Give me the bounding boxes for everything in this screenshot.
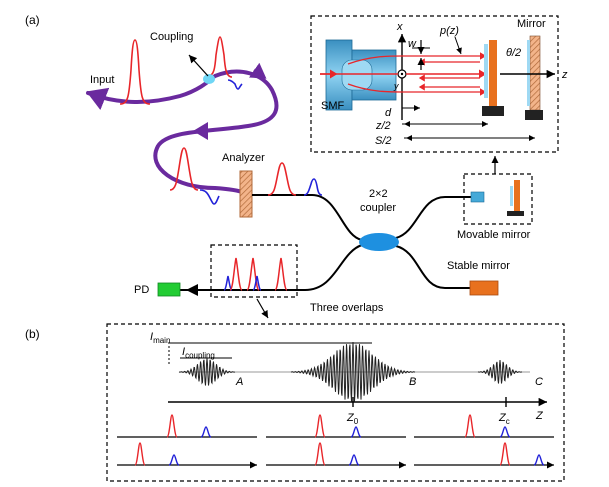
overlaps-callout bbox=[256, 298, 269, 319]
fiber-to-stable-mirror bbox=[395, 245, 470, 289]
zc-label: Zc bbox=[498, 412, 510, 426]
beam-upper bbox=[347, 52, 487, 65]
z0-label: Z0 bbox=[346, 412, 359, 426]
three-overlaps-box bbox=[210, 244, 298, 298]
pulse-bottom-2-1 bbox=[314, 442, 326, 466]
label-B: B bbox=[409, 376, 416, 388]
movable-mirror-plate bbox=[514, 180, 520, 212]
w-label: w bbox=[408, 38, 417, 50]
coupling-point bbox=[203, 74, 215, 84]
inset-y-axis-center bbox=[400, 72, 404, 76]
packet-B bbox=[290, 341, 416, 402]
input-label: Input bbox=[90, 74, 114, 86]
pulse-bottom-1-2 bbox=[168, 454, 180, 466]
pulse-top-2-1 bbox=[314, 414, 326, 438]
beam-lower bbox=[347, 83, 487, 96]
pulse-bottom-1-1 bbox=[134, 442, 146, 466]
pd-detector bbox=[157, 282, 181, 297]
theta-label: θ/2 bbox=[506, 47, 521, 59]
inset-box bbox=[310, 15, 559, 153]
input-arrow bbox=[86, 87, 110, 111]
coupling-label: Coupling bbox=[150, 31, 193, 43]
label-A: A bbox=[235, 376, 243, 388]
smf-label: SMF bbox=[321, 100, 345, 112]
input-main-pulse bbox=[119, 39, 151, 105]
inset-stable-mirror-stage bbox=[525, 110, 543, 120]
pulse-bottom-3-2 bbox=[533, 454, 545, 466]
panel-b-box bbox=[106, 323, 565, 482]
pulse-top-3-2 bbox=[499, 426, 511, 438]
movable-mirror-stage bbox=[507, 211, 524, 216]
coupler bbox=[359, 233, 399, 251]
packet-C bbox=[477, 359, 523, 384]
pulse-top-2-2 bbox=[350, 426, 362, 438]
inset-z-label: z bbox=[561, 69, 568, 81]
coupler-label-line1: 2×2 bbox=[369, 188, 388, 200]
inset-y-label: y bbox=[393, 81, 399, 91]
inset-stable-mirror-edge bbox=[527, 40, 530, 106]
inset-mirror-label: Mirror bbox=[517, 18, 546, 30]
overlap-blue-1 bbox=[223, 275, 233, 291]
inset-mirror-stage bbox=[482, 106, 504, 116]
pz-label: p(z) bbox=[439, 25, 459, 37]
pz-arrow bbox=[454, 36, 462, 55]
movable-mirror-collimator bbox=[470, 191, 485, 203]
pulse-top-3-1 bbox=[464, 414, 476, 438]
loop-main-pulse bbox=[207, 36, 233, 78]
output-coupled-pulse bbox=[303, 178, 323, 196]
fiber-to-movable-mirror bbox=[395, 196, 471, 239]
z-axis-label: Z bbox=[535, 410, 544, 422]
pulse-top-1-2 bbox=[200, 426, 212, 438]
fiber-main-pulse-2 bbox=[169, 147, 199, 191]
movable-mirror-glass bbox=[510, 186, 513, 206]
overlap-red-1 bbox=[229, 257, 243, 291]
movable-mirror-box bbox=[463, 173, 533, 225]
movable-mirror-label: Movable mirror bbox=[457, 229, 531, 241]
three-overlaps-label: Three overlaps bbox=[310, 302, 384, 314]
inset-beams bbox=[320, 52, 487, 96]
coupler-label-line2: coupler bbox=[360, 202, 396, 214]
output-main-pulse bbox=[267, 162, 297, 196]
pulse-bottom-2-2 bbox=[348, 454, 360, 466]
fiber-to-pd bbox=[180, 244, 363, 291]
pulse-bottom-3-1 bbox=[499, 442, 511, 466]
pulse-pair-rows bbox=[117, 414, 554, 469]
panel-a-label: (a) bbox=[25, 13, 40, 27]
overlap-red-3 bbox=[274, 257, 288, 291]
packet-A bbox=[178, 357, 236, 386]
fiber-coupled-pulse-2 bbox=[199, 189, 220, 205]
smf-inner bbox=[341, 59, 373, 91]
label-C: C bbox=[535, 376, 543, 388]
inset-mirror-plate bbox=[489, 40, 497, 106]
i-main-label: Imain bbox=[150, 331, 170, 345]
d-label: d bbox=[385, 107, 392, 119]
pd-label: PD bbox=[134, 284, 149, 296]
analyzer bbox=[239, 170, 253, 218]
inset-mirror-glass bbox=[484, 44, 488, 98]
stable-mirror-label: Stable mirror bbox=[447, 260, 510, 272]
fiber-to-coupler-top-left bbox=[252, 194, 363, 241]
inset-x-label: x bbox=[396, 21, 403, 33]
coupling-arrow bbox=[188, 54, 209, 77]
pulse-top-1-1 bbox=[166, 414, 178, 438]
i-coupling-label: Icoupling bbox=[182, 346, 215, 360]
interferogram bbox=[178, 341, 530, 402]
panel-b-label: (b) bbox=[25, 327, 40, 341]
stable-mirror bbox=[469, 280, 499, 296]
loop-coupled-pulse bbox=[227, 79, 243, 90]
inset-stable-mirror bbox=[529, 35, 541, 111]
overlap-red-2 bbox=[246, 257, 260, 291]
overlap-blue-2 bbox=[252, 275, 262, 291]
fiber-arrow-right bbox=[249, 62, 267, 79]
three-overlaps-pulses bbox=[223, 257, 288, 291]
analyzer-label: Analyzer bbox=[222, 152, 265, 164]
z-half-label: z/2 bbox=[375, 120, 391, 132]
s-half-label: S/2 bbox=[375, 135, 392, 147]
